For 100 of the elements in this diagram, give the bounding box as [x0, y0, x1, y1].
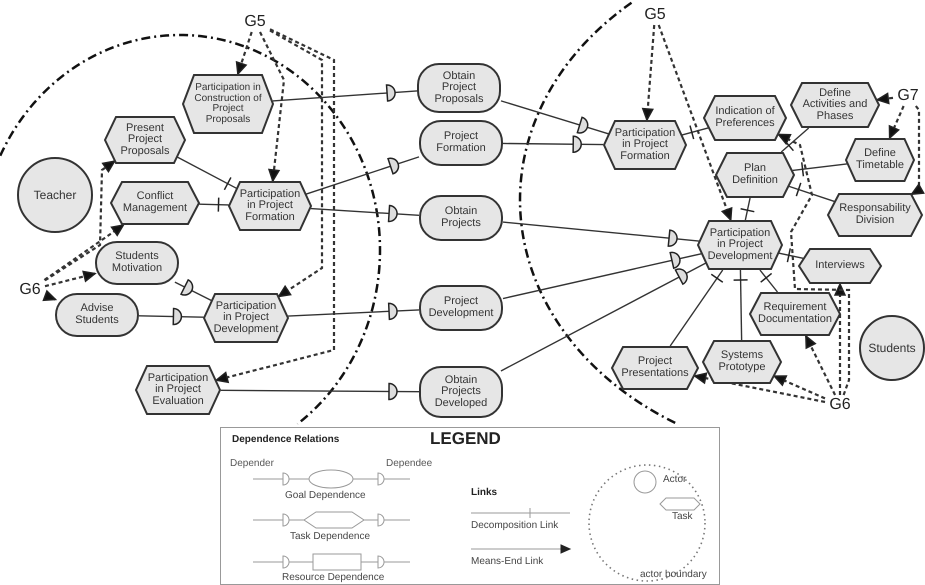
decomposition-link: [788, 182, 835, 202]
dependency-link: [500, 100, 609, 134]
task-hexagon: [749, 292, 841, 336]
decomposition-link: [792, 162, 847, 177]
dependency-link: [502, 252, 702, 300]
actor-label: Teacher: [32, 188, 78, 202]
dashed-arrow: [804, 335, 836, 396]
goal-label: Obtain Projects: [440, 206, 482, 230]
task-label: Present Project Proposals: [120, 122, 170, 158]
decomposition-link: [759, 270, 778, 292]
goal-rounded-box: [55, 293, 139, 337]
task-hexagon: [703, 95, 787, 141]
task-hexagon: [228, 181, 312, 231]
task-label: Define Activities and Phases: [802, 88, 868, 122]
legend-text: LEGEND: [430, 429, 501, 449]
dependency-link: [503, 135, 604, 153]
task-hexagon: [603, 120, 687, 170]
legend-text: Actor: [663, 474, 686, 485]
task-label: Participation in Project Formation: [614, 128, 676, 162]
legend-text: Dependence Relations: [232, 434, 340, 445]
dashed-arrow: [259, 32, 286, 182]
goal-rounded-box: [419, 120, 503, 166]
goal-label: Project Development: [428, 296, 494, 320]
task-hexagon: [798, 248, 882, 284]
task-hexagon: [135, 365, 221, 415]
legend-text: Depender: [230, 458, 274, 469]
dashed-arrow: [876, 92, 894, 104]
legend-text: Goal Dependence: [285, 490, 366, 501]
decomposition-link: [778, 248, 804, 263]
task-label: Participation in Construction of Project Proposals: [193, 83, 263, 125]
task-label: Participation in Project Formation: [238, 188, 302, 224]
task-label: Responsability Division: [838, 203, 912, 227]
task-label: Project Presentations: [620, 356, 690, 380]
legend-text: Decomposition Link: [471, 520, 558, 531]
tag-label: G5: [240, 12, 270, 32]
dashed-arrow: [44, 160, 116, 282]
task-hexagon: [715, 152, 795, 198]
legend-text: Means-End Link: [471, 556, 544, 567]
task-label: Participation in Project Development: [706, 228, 774, 262]
legend-text: Resource Dependence: [282, 572, 384, 583]
goal-label: Students Motivation: [110, 251, 164, 275]
task-label: Requirement Documentation: [757, 302, 833, 326]
task-hexagon: [611, 346, 699, 390]
decomposition-link: [732, 270, 748, 340]
decomposition-link: [740, 198, 756, 220]
goal-label: Project Formation: [435, 131, 487, 155]
dependency-link: [272, 84, 418, 102]
dependency-link: [310, 204, 420, 222]
dependency-link: [500, 262, 706, 372]
task-label: Define Timetable: [855, 148, 905, 172]
decomposition-link: [177, 156, 237, 191]
tag-label: G5: [640, 5, 670, 25]
task-label: Conflict Management: [122, 191, 188, 215]
task-label: Interviews: [814, 260, 866, 272]
decomposition-link: [199, 196, 229, 212]
decomposition-link: [682, 124, 708, 140]
dependency-link: [138, 308, 204, 326]
dependency-link: [288, 302, 420, 320]
dashed-arrow: [778, 133, 850, 396]
task-label: Plan Definition: [731, 163, 779, 187]
dependency-link: [502, 221, 699, 247]
dashed-arrow: [216, 28, 336, 384]
dashed-arrow: [834, 283, 846, 395]
dashed-arrow: [888, 106, 905, 139]
task-hexagon: [697, 220, 783, 270]
goal-label: Obtain Projects Developed: [434, 374, 488, 410]
task-hexagon: [182, 74, 274, 134]
dashed-arrow: [774, 375, 826, 400]
goal-rounded-box: [419, 195, 503, 241]
task-hexagon: [702, 340, 782, 384]
dashed-arrow: [42, 290, 56, 302]
dashed-arrow: [694, 372, 826, 404]
dashed-arrow: [236, 32, 253, 75]
dependency-link: [306, 156, 420, 195]
legend-text: actor boundary: [640, 569, 707, 580]
dependency-link: [220, 382, 419, 400]
legend-text: Links: [471, 487, 498, 498]
task-hexagon: [203, 293, 289, 343]
dashed-arrow: [642, 24, 656, 121]
dashed-arrow: [269, 30, 324, 298]
goal-label: Obtain Project Proposals: [434, 70, 484, 106]
task-label: Participation in Project Development: [212, 300, 280, 336]
task-hexagon: [827, 193, 923, 237]
goal-rounded-box: [419, 285, 503, 331]
task-hexagon: [110, 181, 200, 225]
dependency-link: [174, 279, 212, 302]
dashed-arrow: [44, 270, 96, 288]
task-hexagon: [845, 138, 915, 182]
goal-rounded-box: [419, 366, 503, 418]
tag-label: G6: [15, 280, 45, 300]
tag-label: G6: [825, 395, 855, 415]
actor-label: Students: [867, 342, 917, 354]
task-hexagon: [790, 82, 880, 128]
task-label: Systems Prototype: [717, 350, 767, 374]
dashed-arrow: [658, 24, 732, 221]
task-label: Participation in Project Evaluation: [146, 372, 210, 408]
task-hexagon: [104, 116, 186, 164]
dashed-arrow: [910, 105, 924, 196]
goal-rounded-box: [95, 241, 179, 285]
goal-rounded-box: [417, 63, 501, 113]
